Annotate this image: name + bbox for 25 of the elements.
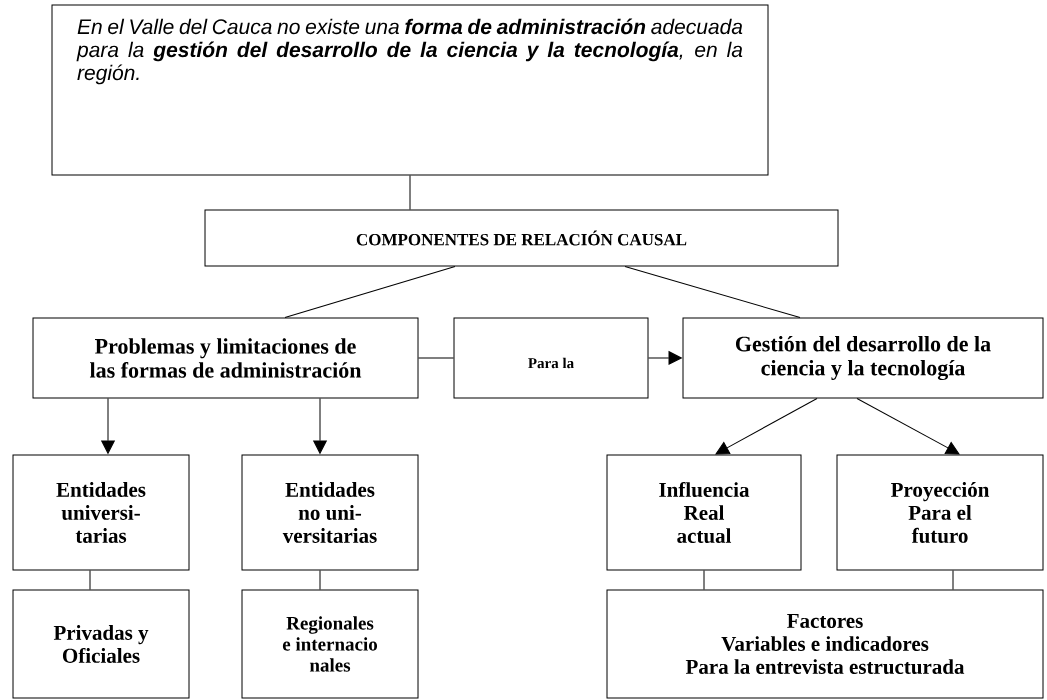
heading-box: COMPONENTES DE RELACIÓN CAUSAL — [204, 209, 839, 267]
connector-line — [89, 570, 91, 590]
arrow — [313, 398, 327, 454]
process-box: Proyección Para el futuro — [836, 454, 1044, 571]
process-box: Regionales e internacio nales — [241, 589, 419, 699]
connector-line — [703, 570, 705, 590]
arrow — [648, 351, 682, 365]
process-box: Factores Variables e indicadores Para la entrevista estructurada — [606, 589, 1044, 699]
process-box: Gestión del desarrollo de la ciencia y la tecnología — [682, 317, 1044, 399]
connector-line — [319, 570, 321, 590]
connector-line — [624, 266, 801, 318]
arrow — [715, 398, 818, 455]
process-box: Influencia Real actual — [606, 454, 802, 571]
arrow — [856, 398, 960, 455]
process-box: Entidades universi- tarias — [12, 454, 190, 571]
process-box: Problemas y limitaciones de las formas de administración — [32, 317, 419, 399]
connector-line — [284, 266, 456, 318]
connector-line — [409, 175, 411, 210]
connector-line — [952, 570, 954, 590]
process-box: Privadas y Oficiales — [12, 589, 190, 699]
connector-line — [418, 357, 454, 359]
process-box: Entidades no uni- versitarias — [241, 454, 419, 571]
arrow — [101, 398, 115, 454]
process-box: Para la — [453, 317, 649, 399]
statement-box: En el Valle del Cauca no existe una forma de administración adecuada para la gestión del desarrollo de la ciencia y la tecnología, en la región. — [51, 4, 769, 176]
